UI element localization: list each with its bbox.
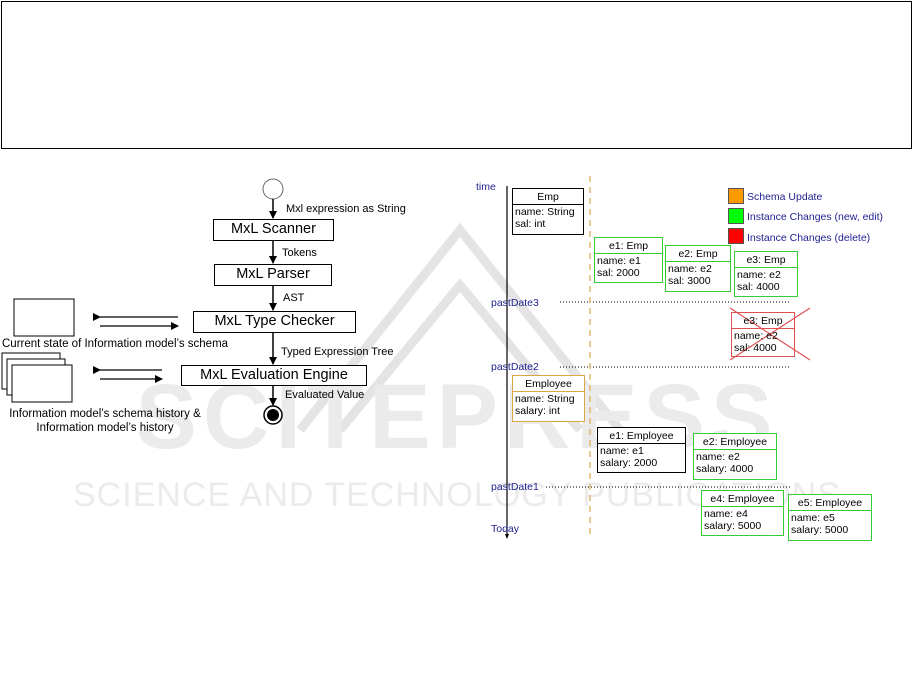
mxl-scanner-box: MxL Scanner — [213, 219, 334, 241]
legend-instance-swatch — [728, 208, 744, 224]
schema-store-icon — [13, 298, 75, 337]
evaluated-value-label: Evaluated Value — [285, 389, 365, 401]
time-label: time — [476, 181, 496, 193]
mxl-type-checker-box: MxL Type Checker — [193, 311, 356, 333]
start-node — [262, 178, 284, 200]
pastdate1-label: pastDate1 — [491, 481, 539, 493]
legend-schema-label: Schema Update — [747, 191, 823, 203]
today-label: Today — [491, 523, 520, 535]
mxl-evaluation-engine-box: MxL Evaluation Engine — [181, 365, 367, 386]
top-frame — [1, 1, 912, 149]
pipeline-connectors — [1, 178, 284, 425]
legend-schema-swatch — [728, 188, 744, 204]
legend-delete-label: Instance Changes (delete) — [747, 232, 871, 244]
input-label: Mxl expression as String — [286, 203, 406, 215]
ast-label: AST — [283, 292, 305, 304]
pastdate2-label: pastDate2 — [491, 361, 539, 373]
history-store-caption-1: Information model’s schema history & — [9, 408, 201, 420]
legend-instance-label: Instance Changes (new, edit) — [747, 211, 883, 223]
schema-store-caption: Current state of Information model’s sch… — [2, 338, 229, 350]
typed-tree-label: Typed Expression Tree — [281, 346, 394, 358]
mxl-parser-box: MxL Parser — [214, 264, 332, 286]
timeline-graphics — [505, 176, 811, 539]
history-store-icon — [1, 352, 73, 403]
legend-delete-swatch — [728, 228, 744, 244]
pastdate3-label: pastDate3 — [491, 297, 539, 309]
tokens-label: Tokens — [282, 247, 317, 259]
history-store-caption-2: Information model’s history — [36, 422, 174, 434]
delete-cross-icon — [729, 307, 811, 361]
